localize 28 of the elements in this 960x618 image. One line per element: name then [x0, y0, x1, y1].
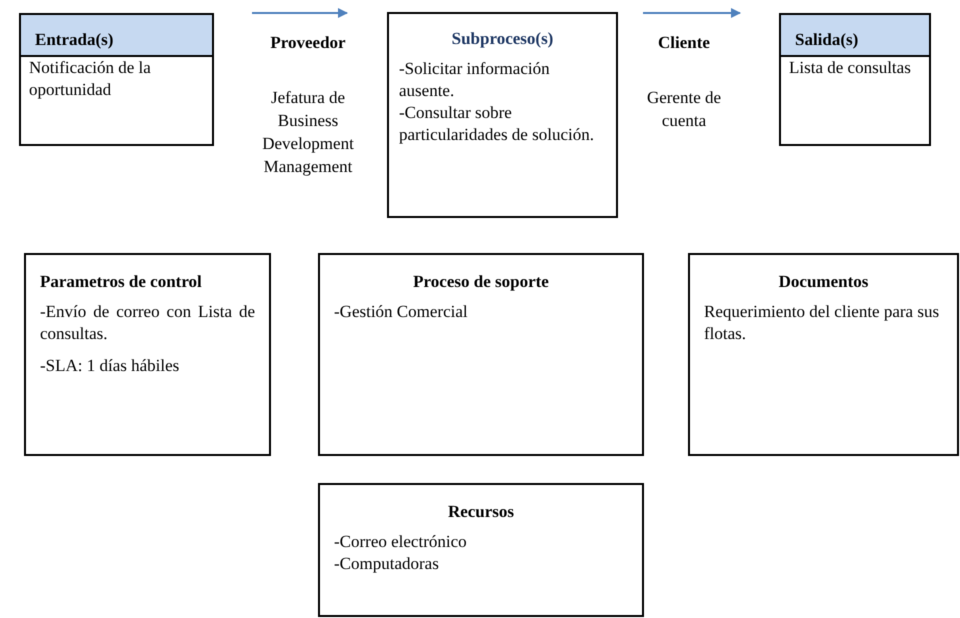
box-heading: Documentos [778, 271, 870, 293]
box-text: -Gestión Comercial [333, 301, 469, 324]
process-box [387, 12, 618, 218]
column-heading: Proveedor [269, 32, 347, 54]
column-heading: Cliente [657, 32, 711, 54]
box-heading: Proceso de soporte [412, 271, 550, 293]
column-text: Jefatura de Business Development Management [261, 87, 355, 178]
box-text: Notificación de la oportunidad [28, 57, 152, 102]
box-heading: Recursos [446, 501, 516, 523]
process-box [688, 253, 959, 456]
box-text: -Envío de correo con Lista de consultas. [39, 301, 256, 346]
header-band: Salida(s) [781, 15, 929, 58]
box-text: -Correo electrónico [333, 531, 468, 554]
column-text: Gerente de cuenta [646, 87, 722, 132]
process-box [779, 13, 931, 146]
box-text: -Consultar sobre particularidades de solución. [398, 102, 595, 146]
header-band: Entrada(s) [21, 15, 212, 58]
process-box [24, 253, 271, 456]
box-text: -Computadoras [333, 553, 440, 576]
process-box [318, 483, 644, 617]
process-box [19, 13, 214, 146]
box-text: Lista de consultas [788, 57, 912, 80]
box-text: -SLA: 1 días hábiles [39, 355, 180, 378]
process-box [318, 253, 644, 456]
box-text: Requerimiento del cliente para sus flotas. [703, 301, 940, 346]
box-heading: Parametros de control [39, 271, 203, 293]
box-text: -Solicitar información ausente. [398, 58, 551, 102]
box-heading: Subproceso(s) [450, 28, 554, 50]
